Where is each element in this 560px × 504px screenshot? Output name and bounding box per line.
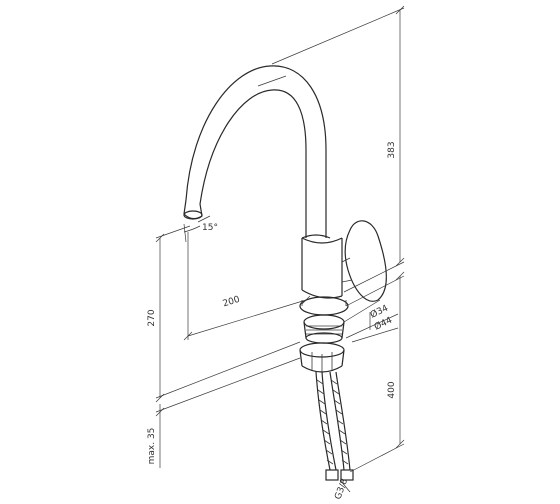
dimension-thread (339, 479, 351, 493)
dim-label-reach: 200 (222, 295, 242, 310)
mounting-threaded-shank (303, 314, 345, 344)
dimension-total-height (271, 5, 405, 293)
faucet-body (299, 234, 349, 316)
dim-label-spout-height: 270 (147, 309, 157, 326)
dimension-max-thickness (155, 357, 301, 468)
dimension-spout-angle (183, 215, 211, 243)
faucet-lever-handle (341, 220, 387, 302)
dimension-reach (183, 232, 311, 341)
dim-label-max-thickness: max. 35 (147, 428, 157, 465)
dim-label-total-height: 383 (387, 141, 397, 158)
dim-label-hose-length: 400 (387, 381, 397, 398)
supply-hose-left (315, 371, 339, 481)
dimension-spout-height (155, 225, 301, 403)
mounting-nut (299, 342, 345, 373)
dimension-hose-length (345, 271, 405, 473)
dim-label-spout-angle: 15° (202, 223, 218, 233)
faucet-spout (183, 65, 327, 238)
dimension-diameters (343, 299, 399, 343)
supply-hose-right (329, 371, 354, 481)
